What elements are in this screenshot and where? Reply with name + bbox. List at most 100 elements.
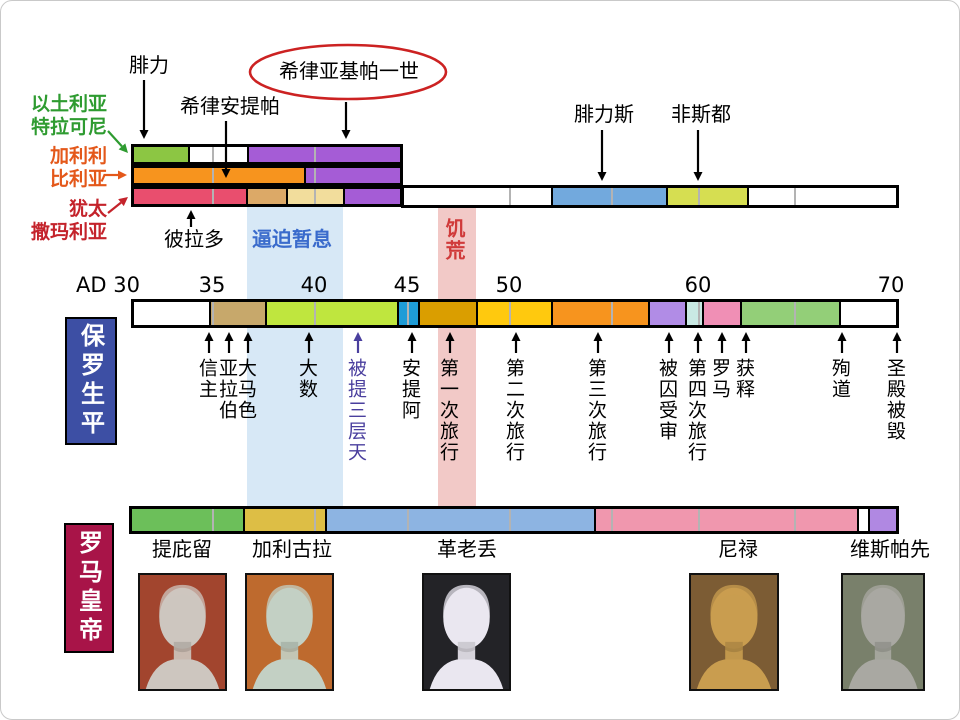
gridline xyxy=(794,302,796,325)
paul-life-bar xyxy=(131,299,899,328)
festus-label: 非斯都 xyxy=(671,102,731,126)
galilee-perea-bar xyxy=(131,165,403,186)
bar-segment xyxy=(404,188,553,205)
gridline xyxy=(611,188,613,205)
gridline xyxy=(212,147,214,162)
emperor-reign-bar xyxy=(129,506,899,534)
event-arrow xyxy=(892,332,902,353)
gridline xyxy=(314,168,316,183)
event-arrow xyxy=(353,332,363,353)
event-arrow xyxy=(511,332,521,353)
ituraea-trachonitis-bar xyxy=(131,144,403,165)
paul-event-label: 第二次旅行 xyxy=(503,358,525,463)
paul-event-label: 第三次旅行 xyxy=(585,358,607,463)
axis-tick-35: 35 xyxy=(198,273,226,297)
bar-segment xyxy=(841,302,896,325)
bar-segment xyxy=(134,168,306,183)
event-arrow xyxy=(243,332,253,353)
paul-event-label: 获释 xyxy=(733,358,755,400)
bar-segment xyxy=(553,302,650,325)
gridline xyxy=(509,302,511,325)
bar-segment xyxy=(288,189,345,204)
event-arrow xyxy=(664,332,674,353)
persecution-lull-band xyxy=(247,206,343,506)
bar-segment xyxy=(345,189,400,204)
bar-segment xyxy=(399,302,420,325)
famine-band-label: 饥荒 xyxy=(442,218,466,262)
paul-event-label: 殉道 xyxy=(829,358,851,400)
nero-bust-image xyxy=(696,584,772,689)
gridline xyxy=(794,188,796,205)
bar-segment xyxy=(704,302,742,325)
gridline xyxy=(212,509,214,531)
gridline xyxy=(212,168,214,183)
philip-label: 腓力 xyxy=(129,53,169,77)
gridline xyxy=(509,509,511,531)
caligula-bust xyxy=(245,573,334,691)
event-arrow xyxy=(593,332,603,353)
tiberius-bust xyxy=(138,573,227,691)
bar-segment xyxy=(190,147,249,162)
famine-band xyxy=(438,206,476,506)
event-arrow xyxy=(445,332,455,353)
gridline xyxy=(314,189,316,204)
herod-agrippa-i-arrow xyxy=(341,102,351,139)
region-judea-samaria-arrow xyxy=(107,197,128,214)
bar-segment xyxy=(248,189,288,204)
gridline xyxy=(314,147,316,162)
gridline xyxy=(407,302,409,325)
event-arrow xyxy=(693,332,703,353)
gridline xyxy=(698,302,700,325)
bar-segment xyxy=(749,188,896,205)
bar-segment xyxy=(859,509,870,531)
caligula-bust-image xyxy=(252,584,327,689)
event-arrow xyxy=(407,332,417,353)
persecution-lull-band-label: 逼迫暂息 xyxy=(252,227,332,251)
gridline xyxy=(212,302,214,325)
emperor-name-label: 提庇留 xyxy=(152,537,212,561)
axis-tick-45: 45 xyxy=(393,273,421,297)
bar-segment xyxy=(249,147,400,162)
bar-segment xyxy=(245,509,327,531)
philip-arrow xyxy=(139,80,149,139)
paul-sidebar-label: 保罗生平 xyxy=(76,323,105,439)
gridline xyxy=(611,509,613,531)
bar-segment xyxy=(267,302,399,325)
region-ituraea-trachonitis-line: 以土利亚 xyxy=(30,93,107,115)
agrippa-circle xyxy=(248,43,448,101)
region-judea-samaria: 犹太撒玛利亚 xyxy=(3,198,107,244)
herod-antipas-label: 希律安提帕 xyxy=(180,94,280,118)
bar-segment xyxy=(132,509,245,531)
nero-bust xyxy=(689,573,779,691)
region-judea-samaria-line: 撒玛利亚 xyxy=(30,221,107,243)
claudius-bust-image xyxy=(429,584,504,689)
bar-segment xyxy=(742,302,841,325)
emperor-name-label: 加利古拉 xyxy=(252,537,332,561)
gridline xyxy=(314,302,316,325)
judea-samaria-bar xyxy=(131,186,403,207)
paul-event-label: 被提三层天 xyxy=(345,358,367,463)
axis-tick-60: 60 xyxy=(684,273,712,297)
emperor-name-label: 维斯帕先 xyxy=(850,537,930,561)
event-arrow xyxy=(717,332,727,353)
bar-segment xyxy=(211,302,267,325)
paul-event-label: 圣殿被毁 xyxy=(884,358,906,442)
gridline xyxy=(698,188,700,205)
axis-tick-70: 70 xyxy=(877,273,905,297)
pilate-label: 彼拉多 xyxy=(164,227,224,251)
bar-segment xyxy=(650,302,687,325)
event-arrow xyxy=(741,332,751,353)
bar-segment xyxy=(327,509,596,531)
bar-segment xyxy=(668,188,749,205)
region-galilee-perea: 加利利比利亚 xyxy=(3,145,107,191)
felix-label: 腓力斯 xyxy=(574,102,634,126)
herod-agrippa-i-label: 希律亚基帕一世 xyxy=(279,59,419,83)
region-galilee-perea-line: 比利亚 xyxy=(49,168,107,190)
bar-segment xyxy=(134,147,190,162)
